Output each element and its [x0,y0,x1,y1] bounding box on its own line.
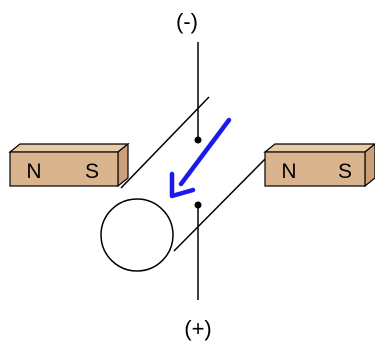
left-magnet: N S [8,142,130,188]
left-magnet-front [9,151,119,187]
negative-terminal-label: (-) [176,9,198,34]
left-magnet-south-label: S [85,160,99,183]
pipe-lower-edge [173,153,271,252]
flow-arrow-shaft [178,117,232,187]
right-magnet-top [263,143,375,153]
right-magnet-front [264,151,366,187]
flow-arrow [169,117,232,199]
left-magnet-top [8,143,130,153]
positive-terminal-label: (+) [184,316,212,341]
top-electrode [194,136,202,144]
right-magnet-north-label: N [281,160,296,183]
right-magnet-south-label: S [338,160,352,183]
left-magnet-side [117,142,129,188]
flow-arrow-head [169,171,196,199]
pipe-opening [100,198,174,272]
right-magnet: N S [263,143,375,188]
left-magnet-north-label: N [26,160,41,183]
pipe-upper-edge [120,96,210,189]
right-magnet-side [364,143,375,188]
pipe [100,96,271,272]
